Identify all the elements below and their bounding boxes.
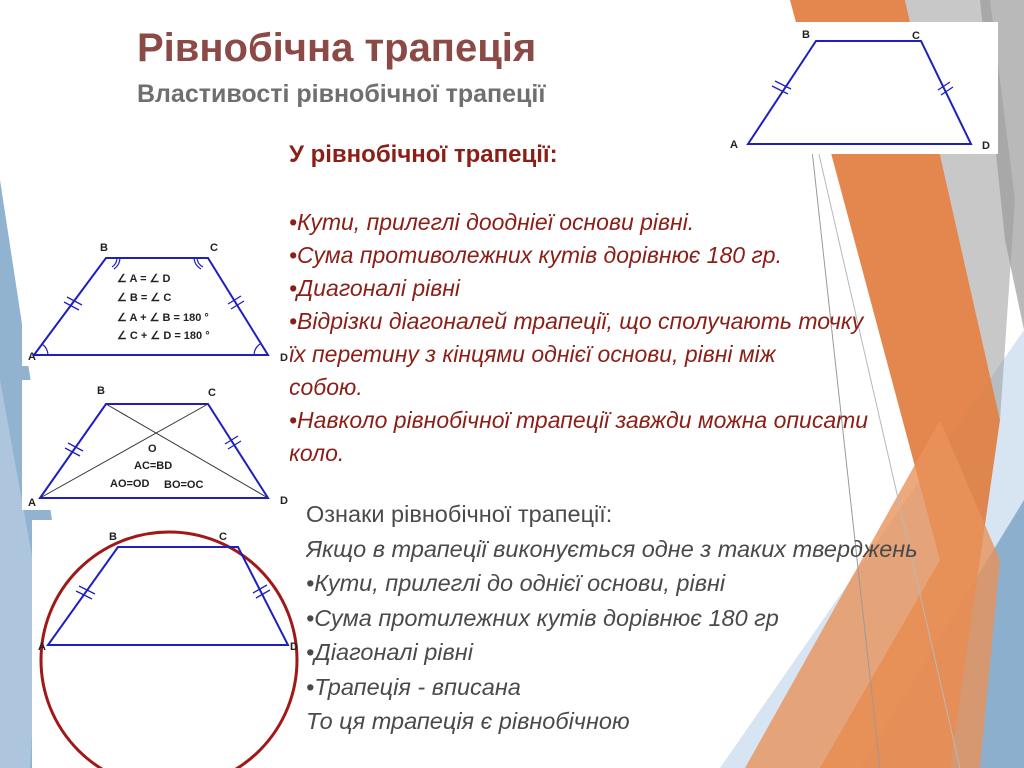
tick-mark xyxy=(75,590,93,600)
tick-mark xyxy=(771,85,789,95)
vertex-label-d: D xyxy=(290,641,298,653)
angle-arc xyxy=(113,257,121,270)
diagonal-equation: AO=OD xyxy=(110,478,149,490)
diagonal-bd xyxy=(105,403,269,499)
tick-mark xyxy=(227,440,242,450)
tick-mark xyxy=(63,301,80,311)
vertex-label-b: B xyxy=(100,242,108,254)
property-line: коло. xyxy=(289,440,345,466)
vertex-label-d: D xyxy=(982,140,990,152)
figure-frame xyxy=(728,22,998,154)
property-line: собою. xyxy=(289,374,363,400)
vertex-label-d: D xyxy=(280,352,288,364)
angle-equation: ∠ A = ∠ D xyxy=(117,273,170,285)
slide-subtitle: Властивості рівнобічної трапеції xyxy=(137,80,546,108)
trapezoid-outline xyxy=(746,40,973,145)
sign-line: •Сума протилежних кутів дорівнює 180 гр xyxy=(306,604,779,631)
tick-mark xyxy=(230,300,245,310)
angle-arc xyxy=(111,257,118,268)
tick-mark xyxy=(774,80,792,90)
left-pale-shape xyxy=(0,380,40,768)
property-line: •Навколо рівнобічної трапеції завжди мож… xyxy=(289,407,869,433)
angle-equation: ∠ B = ∠ C xyxy=(117,292,171,304)
trapezoid-angles-figure: B C A D ∠ A = ∠ D ∠ B = ∠ C ∠ A + ∠ B = … xyxy=(22,236,290,366)
vertex-label-b: B xyxy=(109,531,117,543)
property-line: •Сума противолежних кутів дорівнює 180 г… xyxy=(289,242,782,268)
tick-mark xyxy=(227,295,242,305)
angle-arc xyxy=(193,257,202,270)
angle-arc xyxy=(253,343,261,356)
property-line: •Кути, прилеглі доодніеї основи рівні. xyxy=(289,209,695,235)
tick-mark xyxy=(78,585,96,595)
tick-mark xyxy=(937,81,951,91)
slide-title: Рівнобічна трапеція xyxy=(137,26,537,70)
diagonal-ac xyxy=(39,403,209,499)
trapezoid-outline xyxy=(46,546,290,646)
right-orange-lower xyxy=(745,420,1000,768)
circumscribed-circle xyxy=(39,530,299,768)
sign-line: •Кути, прилеглі до однієї основи, рівні xyxy=(306,570,726,596)
property-line: •Відрізки діагоналей трапеції, що сполуч… xyxy=(289,308,864,334)
tick-mark xyxy=(940,86,954,96)
tick-mark xyxy=(252,584,268,594)
inscribed-trapezoid-figure: B C A D xyxy=(32,520,302,768)
vertex-label-c: C xyxy=(210,242,218,254)
angle-arc xyxy=(196,257,204,268)
tick-mark xyxy=(224,435,239,445)
diagonal-equation: AC=BD xyxy=(134,460,172,472)
vertex-label-a: A xyxy=(38,641,46,653)
properties-list: •Кути, прилеглі доодніеї основи рівні. •… xyxy=(289,206,1009,470)
tick-mark xyxy=(67,442,84,452)
signs-list: Ознаки рівнобічної трапеції: Якщо в трап… xyxy=(306,497,1024,739)
figure-frame xyxy=(22,380,290,510)
vertex-label-d: D xyxy=(280,495,288,507)
property-line: •Диагоналі рівні xyxy=(289,275,461,301)
trapezoid-diagonals-figure: B C A D O AC=BD AO=OD BO=OC xyxy=(22,380,290,510)
properties-heading: У рівнобічної трапеції: xyxy=(289,141,558,168)
sign-line: То ця трапеція є рівнобічною xyxy=(306,708,630,734)
vertex-label-c: C xyxy=(208,387,216,399)
tick-mark xyxy=(255,589,271,599)
sign-line: •Діагоналі рівні xyxy=(306,639,473,665)
sign-line: Якщо в трапеції виконується одне з таких… xyxy=(306,535,918,562)
vertex-label-c: C xyxy=(912,30,920,42)
vertex-label-a: A xyxy=(28,497,36,509)
tick-mark xyxy=(66,296,83,306)
diagonal-equation: BO=OC xyxy=(164,479,203,491)
vertex-label-b: B xyxy=(802,29,810,41)
trapezoid-figure-top: B C A D xyxy=(728,22,998,154)
angle-arc xyxy=(41,343,49,356)
signs-title: Ознаки рівнобічної трапеції: xyxy=(306,501,613,527)
vertex-label-a: A xyxy=(730,139,738,151)
vertex-label-o: O xyxy=(148,443,157,455)
angle-equation: ∠ C + ∠ D = 180 ° xyxy=(117,330,210,342)
vertex-label-c: C xyxy=(219,531,227,543)
vertex-label-b: B xyxy=(97,385,105,397)
sign-line: •Трапеція - вписана xyxy=(306,673,521,700)
tick-mark xyxy=(64,447,81,457)
trapezoid-outline xyxy=(32,257,270,356)
angle-equation: ∠ A + ∠ B = 180 ° xyxy=(117,312,209,324)
vertex-label-a: A xyxy=(28,351,36,363)
thin-line-2 xyxy=(817,149,961,768)
property-line: їх перетину з кінцями однієї основи, рів… xyxy=(289,341,776,367)
thin-line-1 xyxy=(811,149,881,768)
